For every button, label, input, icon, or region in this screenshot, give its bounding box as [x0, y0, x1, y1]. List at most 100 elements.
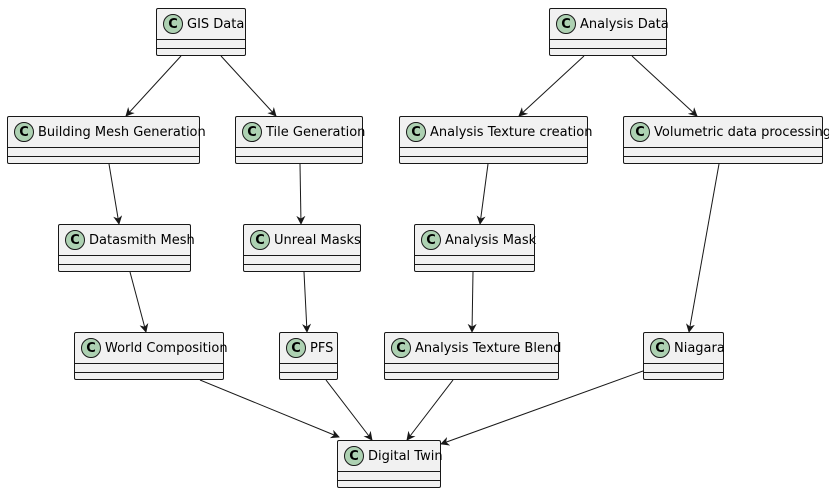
- class-stereotype-icon: C: [286, 338, 306, 358]
- attributes-divider: [157, 39, 245, 40]
- class-node-label: Unreal Masks: [274, 232, 361, 248]
- methods-divider: [157, 48, 245, 49]
- attributes-divider: [624, 147, 822, 148]
- methods-divider: [59, 264, 190, 265]
- class-stereotype-icon: C: [81, 338, 101, 358]
- methods-section: [644, 373, 723, 381]
- class-node-label: Analysis Mask: [445, 232, 537, 248]
- methods-divider: [400, 156, 587, 157]
- attributes-section: [385, 364, 558, 372]
- class-stereotype-icon: C: [242, 122, 262, 142]
- attributes-section: [8, 148, 199, 156]
- methods-divider: [338, 480, 440, 481]
- class-node-label: Digital Twin: [368, 448, 443, 464]
- class-stereotype-icon: C: [391, 338, 411, 358]
- attributes-divider: [415, 255, 534, 256]
- edge-wc-dt: [199, 379, 340, 439]
- attributes-section: [624, 148, 822, 156]
- edge-niag-dt: [440, 370, 644, 446]
- attributes-section: [644, 364, 723, 372]
- edge-um-pfs: [302, 271, 312, 333]
- attributes-divider: [59, 255, 190, 256]
- class-stereotype-icon: C: [421, 230, 441, 250]
- class-node-label: Niagara: [674, 340, 725, 356]
- attributes-divider: [280, 363, 337, 364]
- edge-vdp-niag: [685, 163, 720, 333]
- methods-divider: [75, 372, 223, 373]
- attributes-section: [236, 148, 362, 156]
- class-stereotype-icon: C: [650, 338, 670, 358]
- edge-gis-bmg: [125, 55, 182, 117]
- methods-section: [338, 481, 440, 489]
- class-node-label: Analysis Texture Blend: [415, 340, 562, 356]
- edge-atb-dt: [406, 379, 454, 441]
- attributes-divider: [400, 147, 587, 148]
- class-stereotype-icon: C: [14, 122, 34, 142]
- class-stereotype-icon: C: [65, 230, 85, 250]
- edge-analysis-vdp: [631, 55, 698, 117]
- attributes-section: [244, 256, 360, 264]
- class-node-label: Building Mesh Generation: [38, 124, 206, 140]
- attributes-section: [415, 256, 534, 264]
- class-stereotype-icon: C: [406, 122, 426, 142]
- edge-bmg-dsm: [108, 163, 123, 225]
- methods-section: [624, 157, 822, 165]
- methods-section: [550, 49, 666, 57]
- edge-gis-tile: [220, 55, 277, 117]
- class-node-label: Analysis Data: [580, 16, 669, 32]
- attributes-section: [75, 364, 223, 372]
- methods-divider: [8, 156, 199, 157]
- attributes-divider: [385, 363, 558, 364]
- class-node-label: Datasmith Mesh: [89, 232, 195, 248]
- class-stereotype-icon: C: [556, 14, 576, 34]
- attributes-section: [280, 364, 337, 372]
- methods-divider: [644, 372, 723, 373]
- attributes-section: [157, 40, 245, 48]
- methods-section: [75, 373, 223, 381]
- attributes-divider: [75, 363, 223, 364]
- attributes-divider: [644, 363, 723, 364]
- methods-section: [400, 157, 587, 165]
- class-stereotype-icon: C: [630, 122, 650, 142]
- methods-divider: [550, 48, 666, 49]
- class-stereotype-icon: C: [250, 230, 270, 250]
- edge-dsm-wc: [129, 271, 149, 333]
- methods-divider: [236, 156, 362, 157]
- methods-divider: [415, 264, 534, 265]
- edge-analysis-atc: [518, 55, 585, 117]
- attributes-divider: [550, 39, 666, 40]
- class-node-label: GIS Data: [187, 16, 245, 32]
- methods-section: [157, 49, 245, 57]
- methods-section: [280, 373, 337, 381]
- methods-divider: [624, 156, 822, 157]
- class-stereotype-icon: C: [163, 14, 183, 34]
